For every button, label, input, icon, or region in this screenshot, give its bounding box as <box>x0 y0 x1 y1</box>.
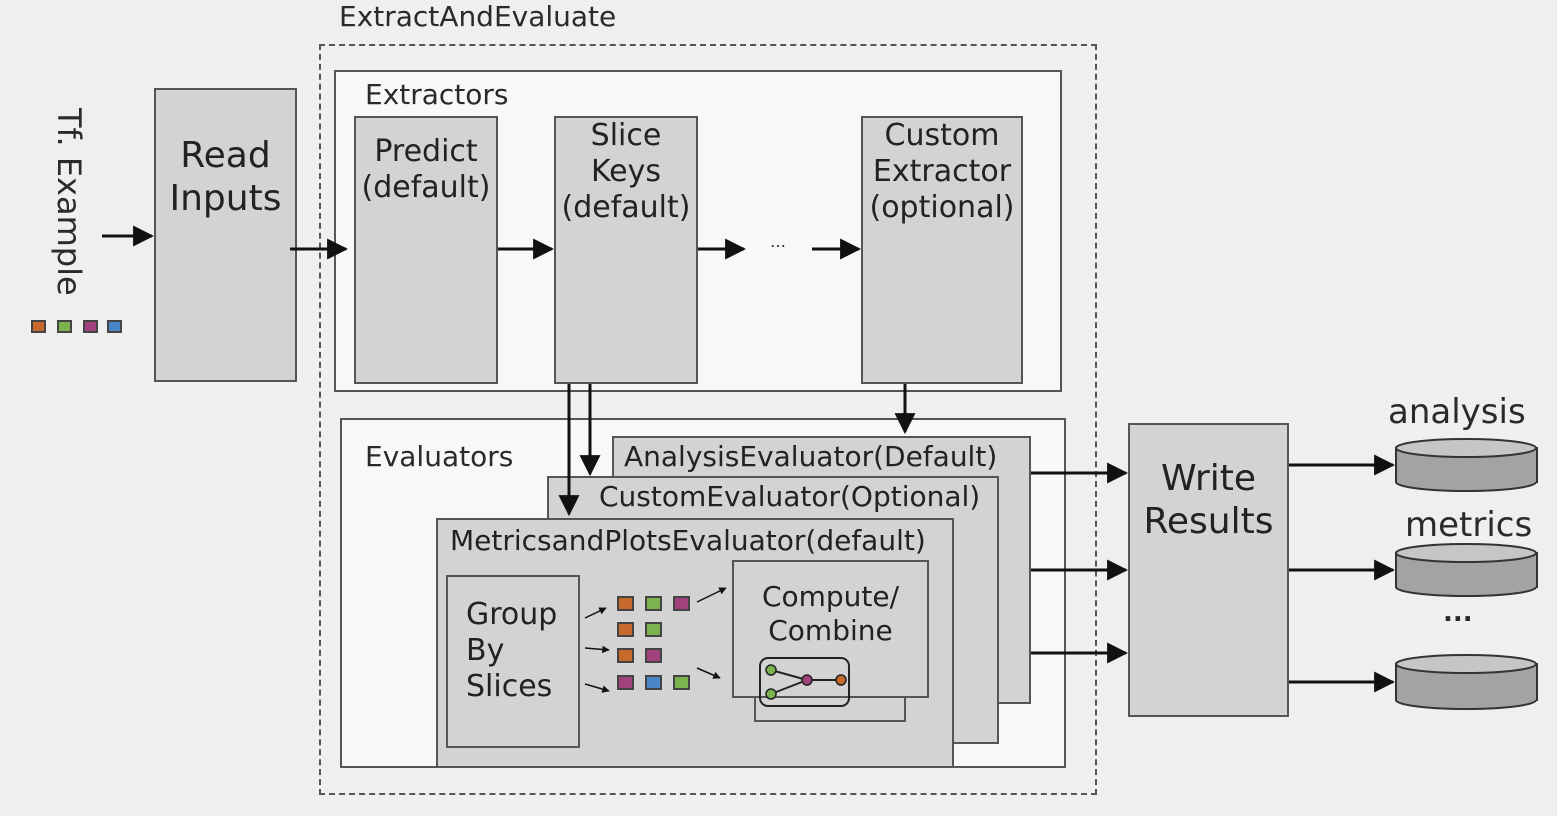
compute-line2: Combine <box>768 613 893 647</box>
read-inputs-box: Read Inputs <box>154 88 297 382</box>
predict-line2: (default) <box>361 170 491 205</box>
metrics-database-icon <box>1395 543 1538 597</box>
predict-extractor-box: Predict (default) <box>354 116 498 384</box>
example-square-orange <box>31 320 46 333</box>
extractors-title: Extractors <box>365 78 509 111</box>
slice-square-4c <box>673 675 690 690</box>
group-by-line3: Slices <box>466 669 553 704</box>
group-by-line1: Group <box>466 597 558 632</box>
analysis-output-label: analysis <box>1388 392 1526 432</box>
slice-square-1c <box>673 596 690 611</box>
metrics-plots-evaluator-label: MetricsandPlotsEvaluator(default) <box>450 524 926 557</box>
slice-square-4a <box>617 675 634 690</box>
slice-square-2a <box>617 622 634 637</box>
slice-square-1a <box>617 596 634 611</box>
group-by-line2: By <box>466 633 505 668</box>
example-square-green <box>57 320 72 333</box>
custom-extractor-box: Custom Extractor (optional) <box>861 116 1023 384</box>
small-arrow-1 <box>584 607 607 619</box>
slice-square-4b <box>645 675 662 690</box>
analysis-database-icon <box>1395 438 1538 492</box>
custom-extractor-line2: Extractor <box>872 154 1012 189</box>
outputs-ellipsis: ... <box>1443 598 1473 628</box>
example-square-blue <box>107 320 122 333</box>
analysis-evaluator-label: AnalysisEvaluator(Default) <box>624 440 998 473</box>
metrics-output-label: metrics <box>1405 505 1533 545</box>
custom-extractor-line1: Custom <box>884 118 1000 153</box>
slice-keys-extractor-box: Slice Keys (default) <box>554 116 698 384</box>
slice-square-2b <box>645 622 662 637</box>
extractors-ellipsis: … <box>770 232 786 251</box>
combine-graph-icon <box>759 657 850 707</box>
example-square-purple <box>83 320 98 333</box>
write-results-line2: Results <box>1143 501 1274 543</box>
compute-line1: Compute/ <box>761 580 900 613</box>
write-results-line1: Write <box>1160 458 1257 499</box>
write-results-box: Write Results <box>1128 423 1289 717</box>
small-arrow-3 <box>584 683 610 693</box>
slice-square-3b <box>645 648 662 663</box>
group-by-slices-box: Group By Slices <box>446 575 580 748</box>
compute-combine-box: Compute/ Combine <box>732 560 929 698</box>
custom-evaluator-label: CustomEvaluator(Optional) <box>599 480 981 513</box>
predict-line1: Predict <box>374 134 478 169</box>
evaluators-title: Evaluators <box>365 440 514 473</box>
other-database-icon <box>1395 654 1538 710</box>
slice-keys-line1: Slice <box>590 118 662 153</box>
small-arrow-5 <box>696 667 721 679</box>
slice-square-3a <box>617 648 634 663</box>
read-inputs-line2: Inputs <box>169 178 282 220</box>
read-inputs-line1: Read <box>180 135 271 176</box>
custom-extractor-line3: (optional) <box>869 190 1015 225</box>
small-arrow-4 <box>696 587 727 603</box>
tf-example-label: Tf. Example <box>50 108 88 296</box>
extract-and-evaluate-title: ExtractAndEvaluate <box>339 0 617 33</box>
slice-keys-line2: Keys <box>590 154 662 189</box>
slice-square-1b <box>645 596 662 611</box>
extract-and-evaluate-container <box>319 44 1097 795</box>
slice-keys-line3: (default) <box>561 190 691 225</box>
small-arrow-2 <box>584 645 610 654</box>
